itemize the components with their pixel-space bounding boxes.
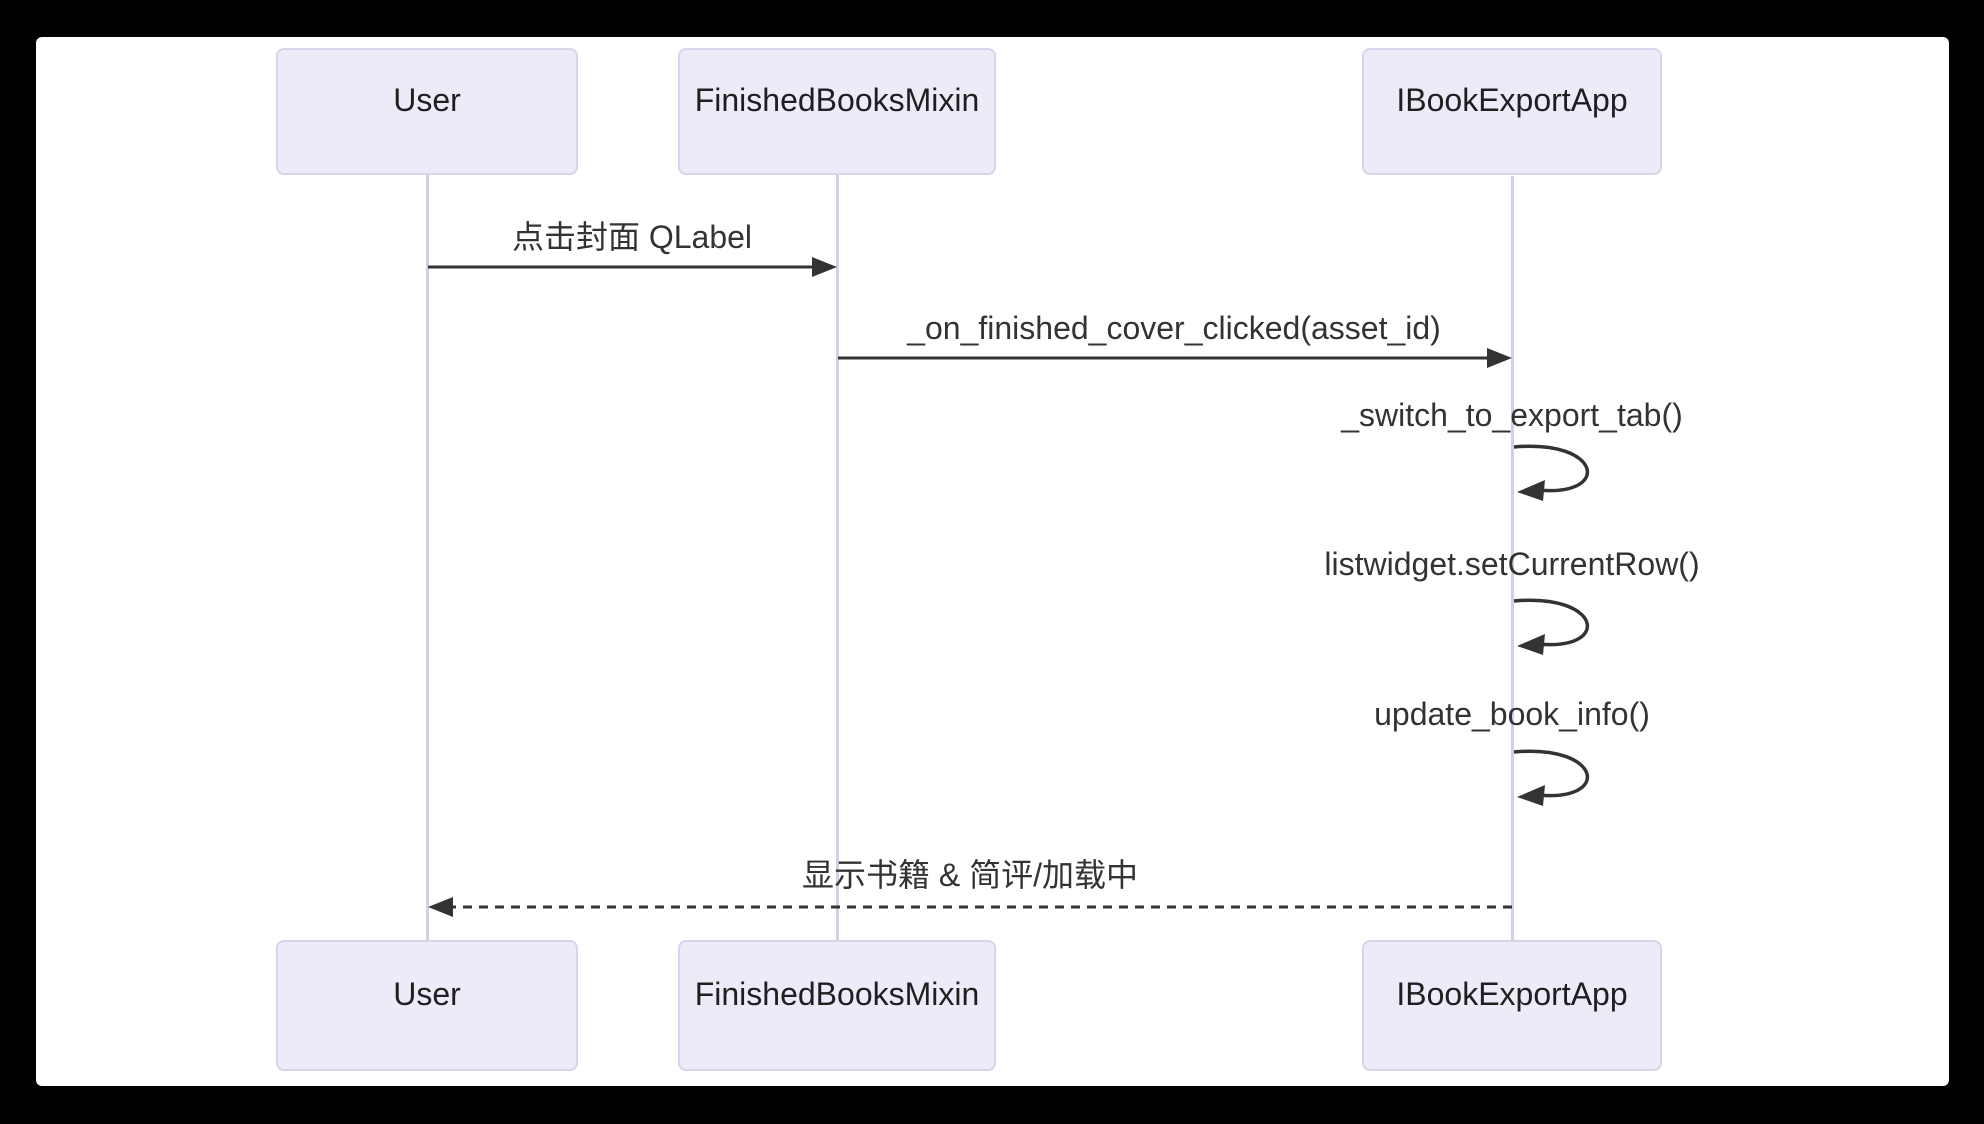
message-4-label: listwidget.setCurrentRow() <box>1324 546 1700 582</box>
message-6-label: 显示书籍 & 简评/加载中 <box>801 857 1139 893</box>
message-3-label: _switch_to_export_tab() <box>1341 397 1683 433</box>
diagram-canvas <box>36 37 1949 1086</box>
actor-bottom-ibookexportapp-label: IBookExportApp <box>1396 976 1628 1012</box>
actor-top-finishedbooksmixin: FinishedBooksMixin <box>678 48 996 175</box>
actor-bottom-finishedbooksmixin: FinishedBooksMixin <box>678 940 996 1071</box>
actor-bottom-ibookexportapp: IBookExportApp <box>1362 940 1662 1071</box>
message-1-label: 点击封面 QLabel <box>511 219 753 255</box>
actor-bottom-user: User <box>276 940 578 1071</box>
actor-bottom-user-label: User <box>393 976 461 1012</box>
actor-top-ibookexportapp-label: IBookExportApp <box>1396 82 1628 118</box>
actor-top-user: User <box>276 48 578 175</box>
message-5-label: update_book_info() <box>1374 696 1650 732</box>
actor-top-finishedbooksmixin-label: FinishedBooksMixin <box>694 82 980 118</box>
message-2-label: _on_finished_cover_clicked(asset_id) <box>907 310 1441 346</box>
actor-bottom-finishedbooksmixin-label: FinishedBooksMixin <box>694 976 980 1012</box>
actor-top-ibookexportapp: IBookExportApp <box>1362 48 1662 175</box>
actor-top-user-label: User <box>393 82 461 118</box>
